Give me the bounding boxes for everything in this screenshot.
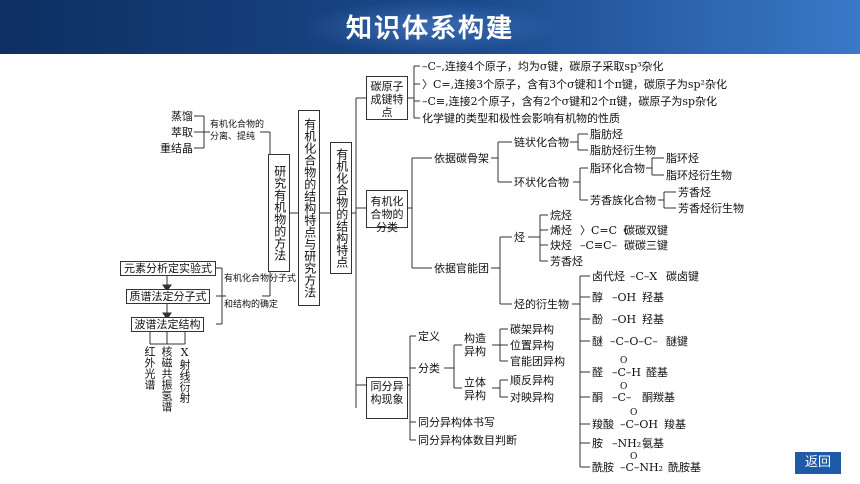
step-mass-spec: 质谱法定分子式 (126, 289, 210, 304)
deriv-alcohol: 醇 (592, 291, 603, 304)
positional-isomerism: 位置异构 (510, 339, 554, 352)
research-methods-box: 研究有机物的方法 (268, 154, 290, 272)
spectrum-nmr: 核磁共振氢谱 (160, 346, 173, 412)
hydrocarbon-label: 烃 (514, 231, 525, 244)
deriv-amide-group: –C–NH₂ (620, 461, 664, 474)
deriv-ether-gname: 醚键 (666, 335, 688, 348)
step-elemental-analysis: 元素分析定实验式 (120, 261, 216, 276)
alicyclic-compounds: 脂环化合物 (590, 162, 645, 175)
aldehyde-carbonyl-o: O (620, 356, 628, 366)
steps-label-2: 和结构的确定 (224, 300, 279, 310)
deriv-haloalkane-group: –C–X (630, 270, 658, 283)
deriv-carboxylic-acid-group: –C–OH (620, 418, 659, 431)
deriv-aldehyde-group: –C–H (612, 366, 642, 379)
cis-trans-isomerism: 顺反异构 (510, 374, 554, 387)
alicyclic-derivative: 脂环烃衍生物 (666, 169, 732, 182)
alkene: 烯烃 (550, 224, 572, 237)
bond-sp3: –C–,连接4个原子，均为σ键，碳原子采取sp³杂化 (422, 60, 664, 73)
skeletal-isomerism: 碳架异构 (510, 323, 554, 336)
bond-sp: –C≡,连接2个原子，含有2个σ键和2个π键，碳原子为sp杂化 (422, 95, 718, 108)
method-extraction: 萃取 (171, 126, 193, 139)
deriv-phenol: 酚 (592, 313, 603, 326)
deriv-phenol-gname: 羟基 (642, 313, 664, 326)
page-title: 知识体系构建 (345, 14, 514, 44)
deriv-amine-group: –NH₂ (612, 437, 642, 450)
deriv-alcohol-group: –OH (612, 291, 637, 304)
amide-carbonyl-o: O (630, 452, 638, 462)
deriv-haloalkane-gname: 碳卤键 (666, 270, 699, 283)
derivative-label: 烃的衍生物 (514, 298, 569, 311)
alkane: 烷烃 (550, 209, 572, 222)
header-banner: 知识体系构建 (0, 0, 860, 54)
alkene-group-name: 碳碳双键 (624, 224, 668, 237)
aromatic-hydrocarbon: 芳香烃 (678, 186, 711, 199)
aromatic-compounds: 芳香族化合物 (590, 194, 656, 207)
deriv-ketone-group: –C– (612, 391, 632, 404)
step-spectroscopy: 波谱法定结构 (131, 317, 204, 332)
chain-compounds: 链状化合物 (514, 136, 569, 149)
steps-label-1: 有机化合物分子式 (224, 274, 297, 284)
deriv-haloalkane: 卤代烃 (592, 270, 625, 283)
enantiomerism: 对映异构 (510, 391, 554, 404)
separation-label: 有机化合物的分离、提纯 (210, 120, 265, 142)
alicyclic-hydrocarbon: 脂环烃 (666, 152, 699, 165)
alkyne: 炔烃 (550, 239, 572, 252)
deriv-amide-gname: 酰胺基 (668, 461, 701, 474)
deriv-alcohol-gname: 羟基 (642, 291, 664, 304)
aromatic-hc: 芳香烃 (550, 255, 583, 268)
functional-isomerism: 官能团异构 (510, 355, 565, 368)
isomerism-box: 同分异构现象 (366, 377, 408, 419)
bonding-box: 碳原子成键特点 (366, 76, 408, 120)
spectrum-ir: 红外光谱 (143, 346, 156, 390)
deriv-amine: 胺 (592, 437, 603, 450)
spectrum-xray: X射线衍射 (178, 346, 191, 403)
by-skeleton: 依据碳骨架 (434, 152, 489, 165)
alkyne-group-name: 碳碳三键 (624, 239, 668, 252)
deriv-ketone-gname: 酮羰基 (642, 391, 675, 404)
deriv-ether: 醚 (592, 335, 603, 348)
isomer-writing: 同分异构体书写 (418, 416, 495, 429)
header-glow (300, 0, 560, 54)
acid-carbonyl-o: O (630, 408, 638, 418)
isomer-definition: 定义 (418, 330, 440, 343)
method-recrystallization: 重结晶 (160, 142, 193, 155)
deriv-carboxylic-acid-gname: 羧基 (664, 418, 686, 431)
by-functional-group: 依据官能团 (434, 262, 489, 275)
deriv-amide: 酰胺 (592, 461, 614, 474)
deriv-ether-group: –C–O–C– (610, 335, 658, 348)
deriv-carboxylic-acid: 羧酸 (592, 418, 614, 431)
structural-isomerism: 构造异构 (464, 332, 486, 358)
deriv-ketone: 酮 (592, 391, 603, 404)
deriv-aldehyde-gname: 醛基 (646, 366, 668, 379)
bond-polarity: 化学键的类型和极性会影响有机物的性质 (422, 112, 620, 125)
back-button[interactable]: 返回 (795, 452, 841, 474)
isomer-types: 分类 (418, 362, 440, 375)
ketone-carbonyl-o: O (620, 382, 628, 392)
isomer-counting: 同分异构体数目判断 (418, 434, 517, 447)
method-distillation: 蒸馏 (171, 110, 193, 123)
aromatic-derivative: 芳香烃衍生物 (678, 202, 744, 215)
aliphatic-hydrocarbon: 脂肪烃 (590, 128, 623, 141)
stereo-isomerism: 立体异构 (464, 376, 486, 402)
aliphatic-derivative: 脂肪烃衍生物 (590, 144, 656, 157)
alkene-group: 〉C=C〈 (580, 224, 629, 237)
main-topic-box: 有机化合物的结构特点与研究方法 (298, 110, 320, 306)
alkyne-group: –C≡C– (580, 239, 618, 252)
deriv-phenol-group: –OH (612, 313, 637, 326)
ring-compounds: 环状化合物 (514, 176, 569, 189)
classification-box: 有机化合物的分类 (366, 190, 408, 234)
deriv-amine-gname: 氨基 (642, 437, 664, 450)
structure-features-box: 有机化合物的结构特点 (330, 142, 352, 274)
bond-sp2: 〉C=,连接3个原子，含有3个σ键和1个π键，碳原子为sp²杂化 (422, 78, 727, 91)
deriv-aldehyde: 醛 (592, 366, 603, 379)
